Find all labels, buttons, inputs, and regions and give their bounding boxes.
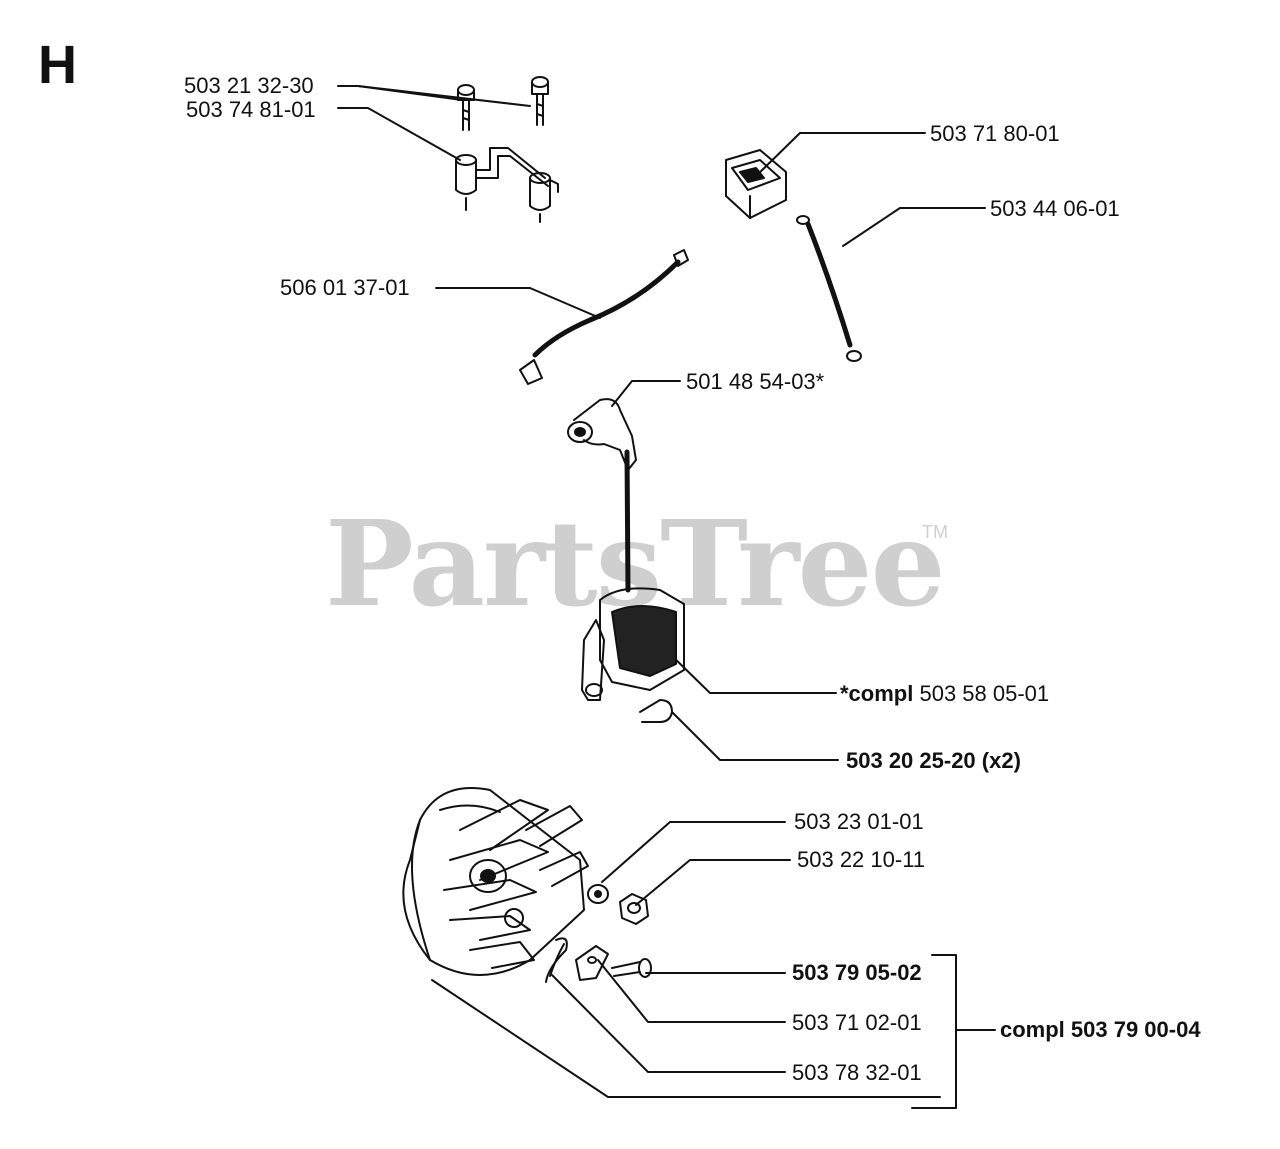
flywheel-part — [402, 787, 589, 976]
pawl-part — [575, 945, 609, 981]
label-ground-wire: 503 44 06-01 — [990, 196, 1120, 221]
watermark: PartsTree — [325, 494, 946, 633]
label-coil-screw: 503 20 25-20 (x2) — [846, 748, 1021, 773]
nut-part — [619, 893, 649, 925]
label-ignition-coil-prefix: *compl — [840, 681, 914, 706]
ignition-coil-part — [581, 587, 685, 723]
spark-plug-cap-part — [567, 398, 637, 593]
switch-part — [725, 149, 787, 219]
label-pawl: 503 71 02-01 — [792, 1010, 922, 1035]
spring-part — [545, 937, 568, 983]
pawl-screw-part — [611, 958, 652, 978]
label-spark-plug-cap: 501 48 54-03* — [686, 369, 825, 394]
label-short-circuit-cable: 506 01 37-01 — [280, 275, 410, 300]
label-ignition-coil-number: 503 58 05-01 — [919, 681, 1050, 706]
label-pawl-screw: 503 79 05-02 — [792, 960, 922, 985]
watermark-trademark: TM — [922, 522, 948, 542]
washer-part — [587, 884, 609, 904]
bracket-part — [455, 147, 559, 223]
label-bracket: 503 74 81-01 — [186, 97, 316, 122]
label-ignition-coil: *compl 503 58 05-01 — [840, 683, 1049, 705]
short-circuit-cable-part — [519, 249, 689, 385]
kit-bracket — [911, 954, 957, 1109]
label-spring: 503 78 32-01 — [792, 1060, 922, 1085]
label-nut: 503 22 10-11 — [797, 847, 926, 872]
section-letter: H — [38, 35, 77, 95]
label-switch: 503 71 80-01 — [930, 121, 1060, 146]
label-screw-top: 503 21 32-30 — [184, 73, 314, 98]
leader-lines — [337, 85, 986, 1098]
screw-right — [531, 76, 549, 126]
screw-left — [457, 84, 475, 131]
label-starter-kit: compl 503 79 00-04 — [1000, 1017, 1201, 1042]
ground-wire-part — [796, 215, 862, 362]
label-washer: 503 23 01-01 — [794, 809, 924, 834]
